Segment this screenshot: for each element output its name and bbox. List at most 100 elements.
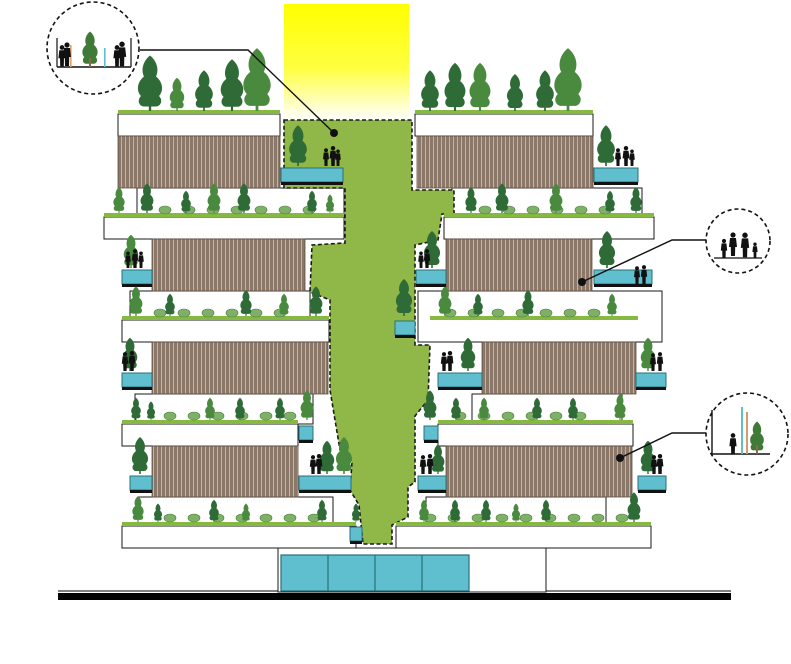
tree [460, 337, 476, 371]
tree-shape [506, 74, 524, 111]
floor-slab [134, 393, 314, 425]
tree [243, 48, 271, 111]
floor-slab [121, 319, 330, 343]
tree-shape [597, 125, 615, 166]
glass-planter [635, 372, 667, 388]
tree-shape [451, 397, 461, 420]
shrub [158, 205, 172, 215]
glass-planter [121, 372, 153, 388]
timber-panel [151, 445, 299, 498]
person-and-tree-icon [711, 407, 770, 455]
grass-strip [430, 316, 638, 320]
glass-planter [129, 475, 153, 491]
grass-strip [122, 316, 329, 320]
shrub [249, 308, 263, 318]
timber-panel [416, 135, 594, 189]
tree-shape [169, 77, 185, 111]
lobby-glazing [280, 554, 470, 592]
grass-strip [444, 213, 654, 217]
shrub [187, 411, 201, 421]
shrub [225, 308, 239, 318]
tree [113, 187, 125, 213]
person [419, 455, 427, 474]
shrub [574, 205, 588, 215]
glass-planter [437, 372, 483, 388]
glass-planter [593, 167, 639, 183]
planter-base [299, 490, 351, 493]
sky-light-shaft [284, 4, 409, 120]
tree [319, 440, 335, 474]
person-shape [419, 455, 427, 474]
tree-shape [319, 440, 335, 474]
planter-base [418, 490, 446, 493]
shrub [201, 308, 215, 318]
planter-base [594, 284, 652, 287]
grass-strip [104, 213, 344, 217]
shrub [153, 308, 167, 318]
timber-panel [445, 445, 633, 498]
person [622, 145, 630, 166]
floor-slab [121, 423, 299, 447]
shrub [259, 411, 273, 421]
shrub [587, 308, 601, 318]
person-shape [426, 453, 434, 474]
tree [469, 62, 491, 111]
floor-slab [117, 113, 281, 137]
glass-planter [415, 269, 447, 285]
timber-panel [117, 135, 281, 189]
tree-shape [431, 444, 445, 474]
floor-slab [395, 525, 652, 549]
shrub [539, 308, 553, 318]
person [440, 352, 448, 371]
tree [506, 74, 524, 111]
tree-shape [113, 187, 125, 213]
grass-strip [122, 420, 298, 424]
person [656, 453, 664, 474]
planter-base [130, 490, 152, 493]
callout-top-left [46, 1, 140, 95]
person-shape [418, 251, 424, 268]
timber-panel [151, 238, 306, 292]
glass-planter [417, 475, 447, 491]
people-and-tree-icon [56, 31, 132, 68]
planter-base [395, 335, 415, 338]
glass-planter [349, 526, 363, 542]
person [309, 455, 317, 474]
tree-shape [460, 337, 476, 371]
shrub [549, 411, 563, 421]
person-shape [656, 453, 664, 474]
tree [421, 70, 439, 111]
person [426, 453, 434, 474]
tree [169, 77, 185, 111]
planter-base [281, 182, 343, 185]
grass-strip [438, 420, 633, 424]
person [418, 251, 424, 268]
shrub [259, 513, 273, 523]
tree-shape [421, 70, 439, 111]
planter-base [594, 182, 638, 185]
floor-slab [443, 216, 655, 240]
tree [536, 70, 554, 111]
grass-strip [396, 522, 651, 526]
person-shape [440, 352, 448, 371]
tree-shape [195, 70, 213, 111]
leader-line-lower [619, 432, 707, 459]
floor-slab [437, 423, 634, 447]
tree [195, 70, 213, 111]
shrub [254, 205, 268, 215]
shrub [177, 308, 191, 318]
leader-line-top [140, 49, 335, 134]
shrub [615, 513, 629, 523]
shrub [591, 513, 605, 523]
glass-planter [394, 320, 416, 336]
leader-dot-middle [578, 278, 586, 286]
planter-base [638, 490, 666, 493]
timber-panel [481, 341, 637, 395]
leader-dot-lower [616, 454, 624, 462]
shrub [491, 308, 505, 318]
tree [554, 48, 582, 111]
person-shape [309, 455, 317, 474]
planter-base [416, 284, 446, 287]
